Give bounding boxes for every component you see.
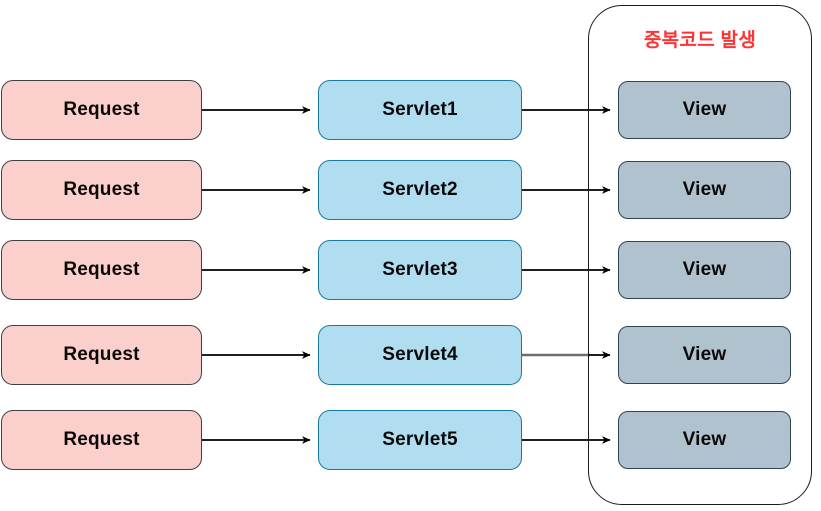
view-box-4[interactable]: View [618, 326, 791, 384]
request-box-1[interactable]: Request [1, 80, 202, 140]
servlet-box-2[interactable]: Servlet2 [318, 160, 522, 220]
view-box-5[interactable]: View [618, 411, 791, 469]
request-box-4[interactable]: Request [1, 325, 202, 385]
duplicate-code-group [588, 5, 812, 505]
servlet-box-5[interactable]: Servlet5 [318, 410, 522, 470]
servlet-box-1[interactable]: Servlet1 [318, 80, 522, 140]
request-box-3[interactable]: Request [1, 240, 202, 300]
request-box-2[interactable]: Request [1, 160, 202, 220]
view-box-2[interactable]: View [618, 161, 791, 219]
view-box-3[interactable]: View [618, 241, 791, 299]
duplicate-code-note: 중복코드 발생 [643, 30, 757, 51]
request-box-5[interactable]: Request [1, 410, 202, 470]
servlet-box-3[interactable]: Servlet3 [318, 240, 522, 300]
view-box-1[interactable]: View [618, 81, 791, 139]
servlet-box-4[interactable]: Servlet4 [318, 325, 522, 385]
